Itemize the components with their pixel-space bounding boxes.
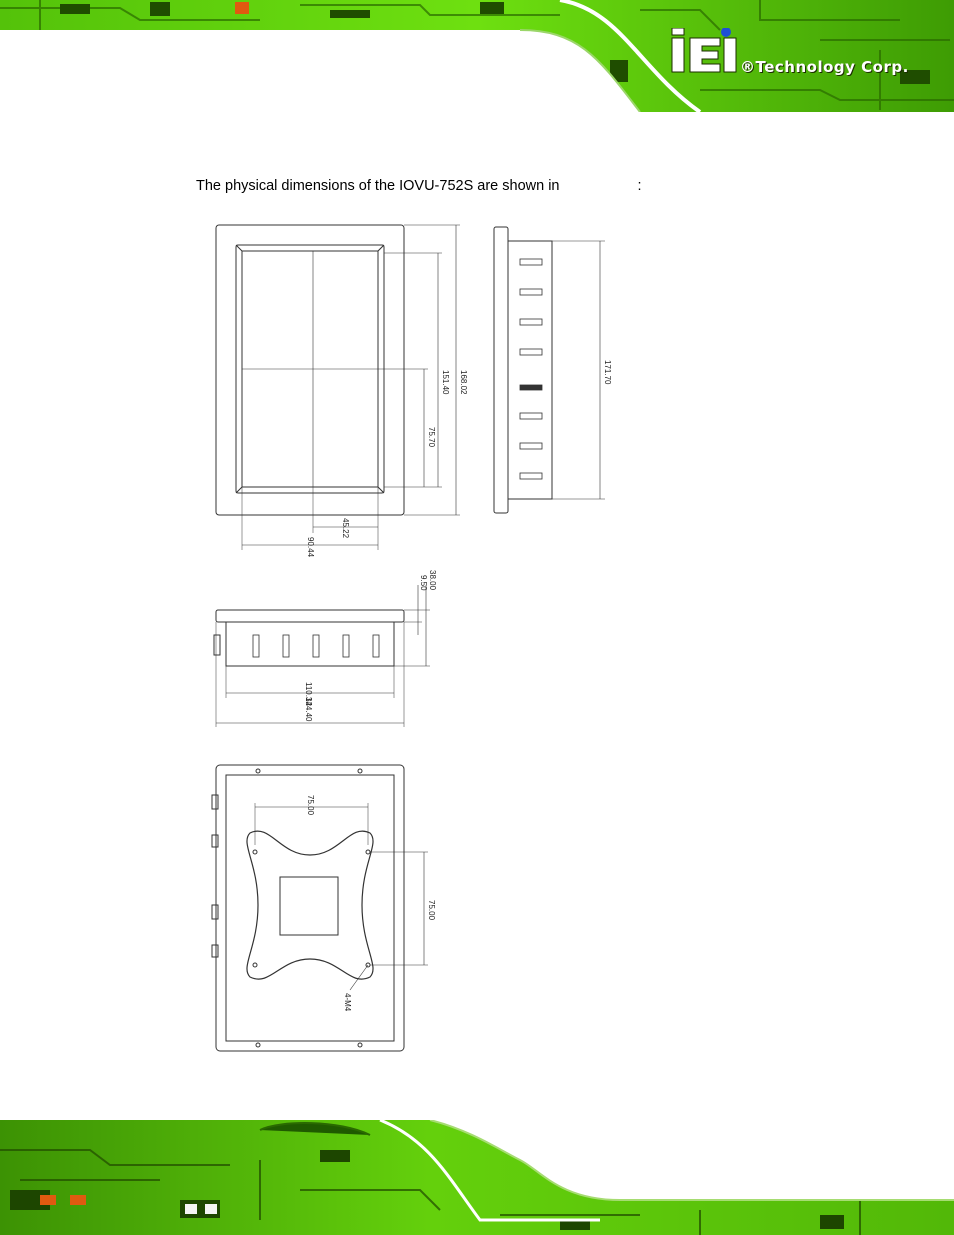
dim-vesa-vertical: 75.00 [427,900,436,921]
header-banner: ®Technology Corp. [0,0,954,112]
dim-depth: 38.00 [428,570,437,591]
dim-bezel: 9.50 [419,575,428,591]
dim-total-width: 124.40 [304,697,313,722]
dim-half-height: 75.70 [427,427,436,448]
front-view [215,224,460,550]
side-view [493,226,605,514]
dim-width: 90.44 [306,537,315,558]
circuit-board-art-footer [0,1120,954,1235]
dim-side-height: 171.70 [603,360,612,385]
rear-view [211,764,428,1052]
circuit-board-art [0,0,954,112]
iei-logo [671,28,737,73]
dim-height-inner: 151.40 [441,370,450,395]
intro-text: The physical dimensions of the IOVU-752S… [196,178,560,194]
top-view [213,585,430,727]
intro-suffix: : [637,178,642,194]
dim-vesa-horizontal: 75.00 [306,795,315,816]
footer-banner [0,1120,954,1235]
dim-body-width: 110.34 [304,682,313,706]
dim-half-width: 45.22 [341,518,350,539]
dim-holes: 4-M4 [343,993,352,1012]
dim-height-outer: 168.02 [459,370,468,395]
brand-tagline: ®Technology Corp. [740,58,909,76]
intro-paragraph: The physical dimensions of the IOVU-752S… [196,178,642,194]
dimensions-drawing: 168.02 151.40 75.70 45.22 90.44 171.70 [211,224,612,1052]
